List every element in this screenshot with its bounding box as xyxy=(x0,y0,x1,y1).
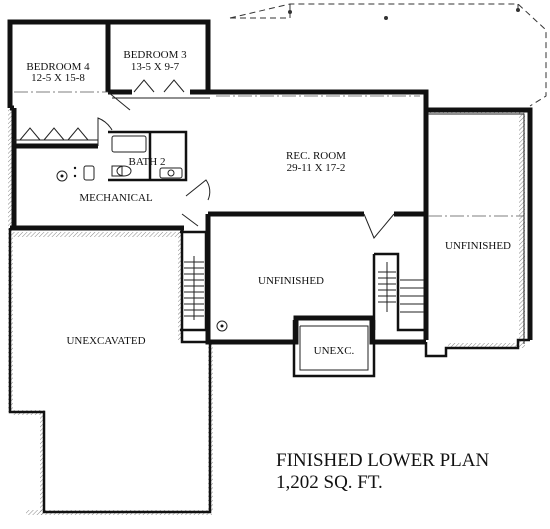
detail-lines xyxy=(14,91,525,344)
unfinished-right-name: UNFINISHED xyxy=(445,240,511,252)
bedroom4-name: BEDROOM 4 xyxy=(26,61,90,73)
bath2-name: BATH 2 xyxy=(129,156,166,168)
deck-outline xyxy=(229,3,547,107)
rec-room-dims: 29-11 X 17-2 xyxy=(287,162,346,174)
walls xyxy=(7,19,533,514)
unfinished-center-name: UNFINISHED xyxy=(258,275,324,287)
rec-room-name: REC. ROOM xyxy=(286,150,346,162)
closet-doors xyxy=(19,79,185,141)
bedroom4-dims: 12-5 X 15-8 xyxy=(31,72,85,84)
room-labels: BEDROOM 4 12-5 X 15-8 BEDROOM 3 13-5 X 9… xyxy=(26,49,511,357)
unexcavated-name: UNEXCAVATED xyxy=(66,335,145,347)
plan-title-line2: 1,202 SQ. FT. xyxy=(276,472,383,493)
bedroom3-name: BEDROOM 3 xyxy=(123,49,187,61)
stairs-right xyxy=(378,262,424,313)
stairs-left xyxy=(184,256,204,320)
plan-title: FINISHED LOWER PLAN 1,202 SQ. FT. xyxy=(276,450,489,493)
door-swings xyxy=(97,91,395,239)
mechanical-name: MECHANICAL xyxy=(79,192,153,204)
bath-fixtures xyxy=(111,135,183,179)
mechanical-equipment xyxy=(56,165,228,332)
unexc-name: UNEXC. xyxy=(314,345,355,357)
bedroom3-dims: 13-5 X 9-7 xyxy=(131,61,180,73)
plan-title-line1: FINISHED LOWER PLAN xyxy=(276,450,489,471)
